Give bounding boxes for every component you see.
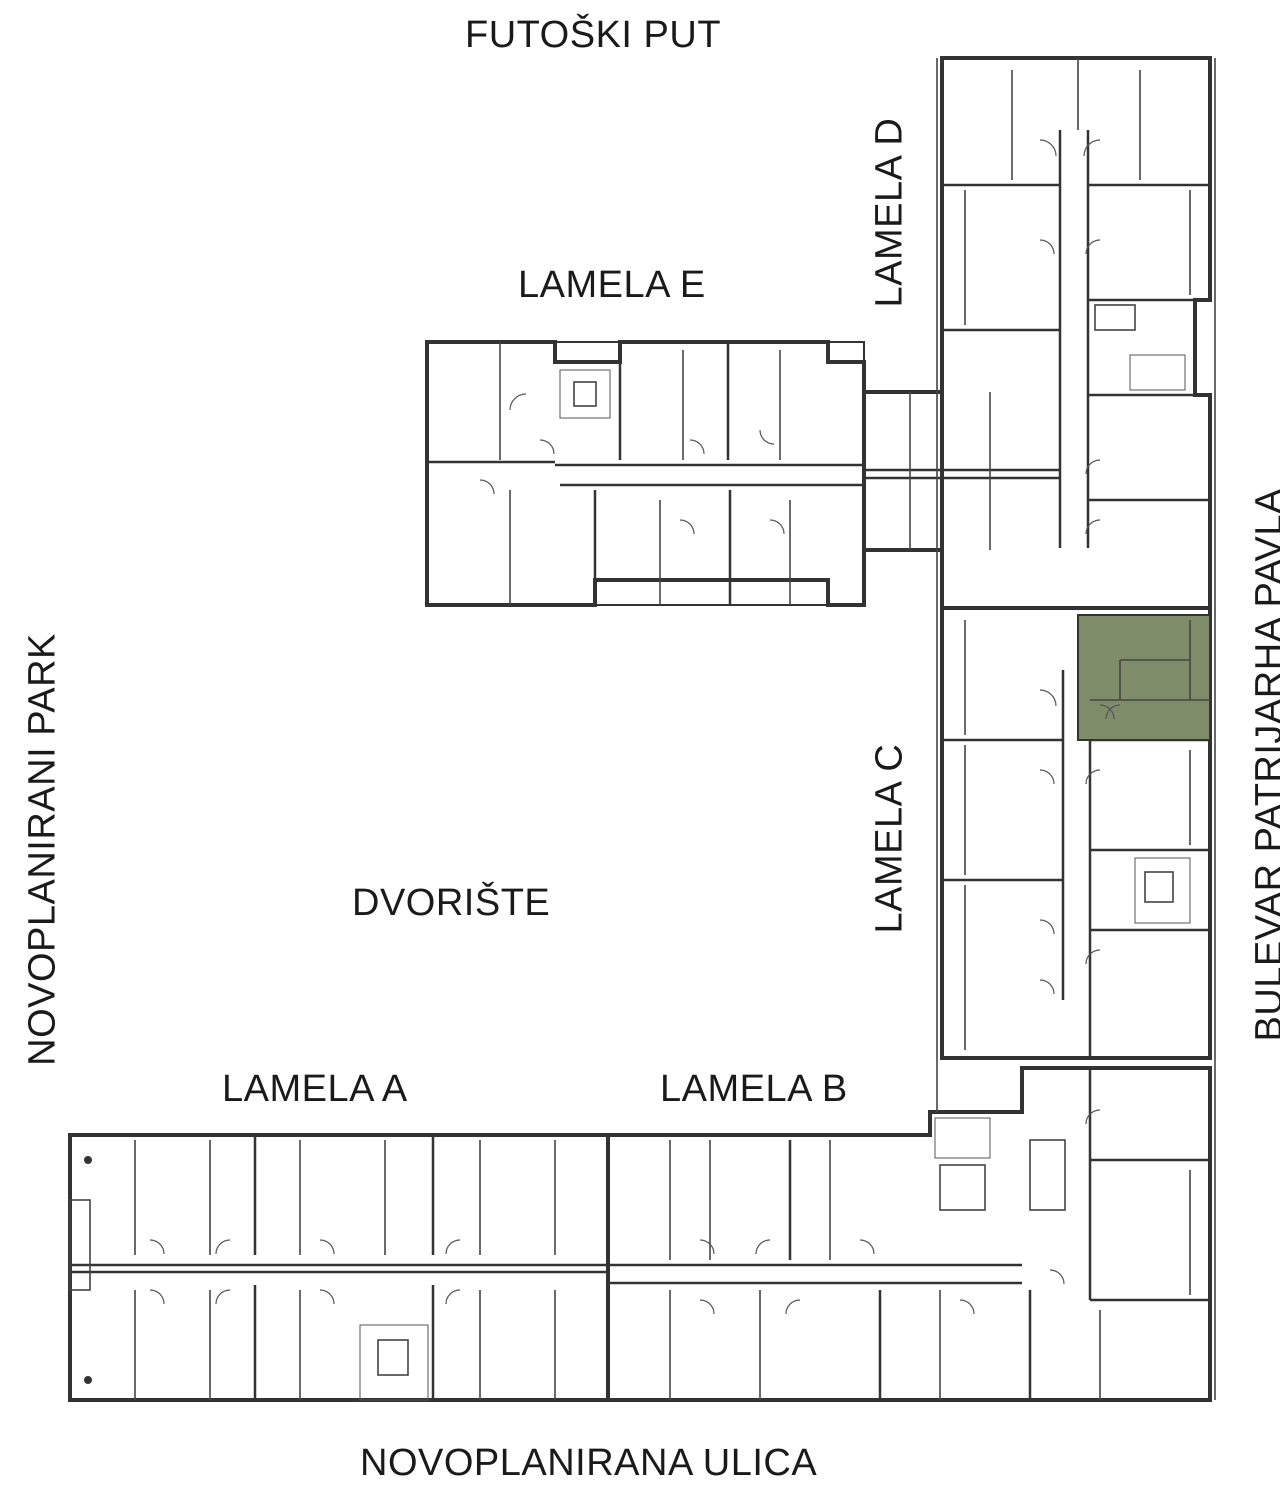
lamela-d-block [940, 56, 1212, 610]
east-facade-lines [936, 58, 1216, 1400]
lamela-b-label: LAMELA B [660, 1068, 848, 1110]
lamela-d-label: LAMELA D [868, 117, 911, 308]
lamela-a-block [68, 1133, 610, 1402]
lamela-e-block [425, 340, 866, 607]
east-boulevard-label: BULEVAR PATRIJARHA PAVLA [1248, 488, 1280, 1042]
courtyard-label: DVORIŠTE [352, 882, 551, 924]
lamela-a-label: LAMELA A [222, 1068, 408, 1110]
highlighted-apartment[interactable] [1077, 614, 1211, 741]
connector-e-d [864, 390, 1060, 552]
lamela-b-block [606, 1066, 1212, 1402]
west-park-label: NOVOPLANIRANI PARK [21, 633, 64, 1066]
lamela-c-label: LAMELA C [868, 743, 911, 934]
north-street-label: FUTOŠKI PUT [465, 14, 722, 56]
lamela-e-label: LAMELA E [518, 264, 706, 306]
south-street-label: NOVOPLANIRANA ULICA [360, 1442, 818, 1484]
